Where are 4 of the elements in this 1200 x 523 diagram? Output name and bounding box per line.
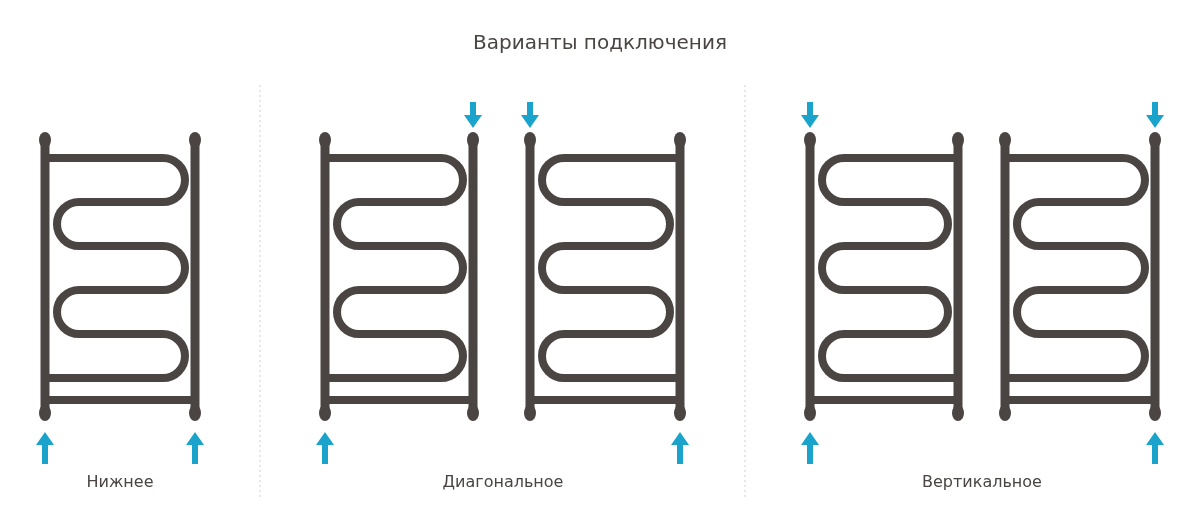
diagram-title: Варианты подключения <box>473 30 727 54</box>
variant-label: Вертикальное <box>922 472 1042 491</box>
variant-label: Нижнее <box>86 472 154 491</box>
variant-label: Диагональное <box>442 472 564 491</box>
